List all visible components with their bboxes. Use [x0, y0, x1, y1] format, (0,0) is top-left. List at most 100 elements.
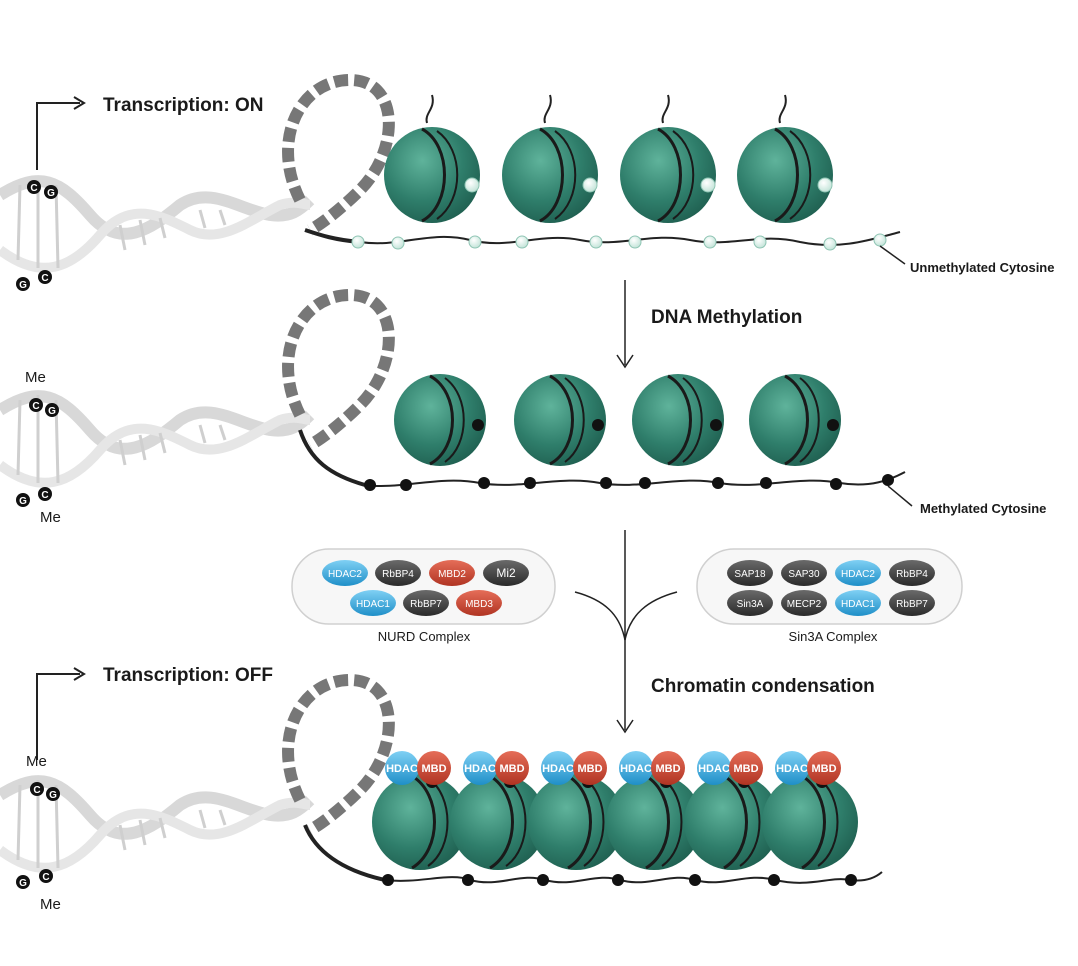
- mbd-label: MBD: [421, 763, 446, 775]
- mbd-label: MBD: [499, 763, 524, 775]
- nurd-complex: HDAC2 RbBP4 MBD2 Mi2 HDAC1 RbBP7 MBD3 NU…: [291, 548, 556, 644]
- hdac-protein: [697, 751, 731, 785]
- svg-text:RbBP7: RbBP7: [896, 599, 928, 610]
- protein-mecp2: [781, 590, 827, 616]
- nucleosome: [737, 94, 833, 223]
- nucleosome: [632, 374, 724, 466]
- svg-text:RbBP7: RbBP7: [410, 599, 442, 610]
- protein-hdac2: [322, 560, 368, 586]
- protein-hdac1: [835, 590, 881, 616]
- dna-base-labels: C G G C: [16, 180, 58, 291]
- mbd-protein: [495, 751, 529, 785]
- tss-arrowhead: [73, 667, 86, 681]
- nurd-complex-label: NURD Complex: [378, 629, 471, 644]
- linker-dna: [364, 471, 906, 488]
- methylated-cytosine-label: Methylated Cytosine: [920, 501, 1046, 516]
- sin3a-complex: SAP18 SAP30 HDAC2 RbBP4 Sin3A MECP2 HDAC…: [696, 548, 963, 644]
- svg-text:RbBP4: RbBP4: [896, 569, 928, 580]
- protein-mbd2: [429, 560, 475, 586]
- svg-text:C: C: [41, 490, 48, 501]
- svg-text:G: G: [19, 496, 27, 507]
- mbd-protein: [573, 751, 607, 785]
- methylated-pointer: [887, 485, 913, 507]
- nucleosome: [450, 774, 546, 870]
- svg-text:HDAC1: HDAC1: [841, 599, 875, 610]
- svg-text:C: C: [41, 273, 48, 284]
- nucleosome: [502, 94, 598, 223]
- svg-text:HDAC2: HDAC2: [841, 569, 875, 580]
- nucleosome-row-1: [384, 94, 833, 223]
- transcription-on-label: Transcription: ON: [103, 95, 263, 116]
- protein-mbd3: [456, 590, 502, 616]
- me-label-bottom: Me: [40, 509, 61, 526]
- unmethylated-cytosines: [351, 233, 887, 251]
- svg-text:G: G: [49, 790, 57, 801]
- protein-rbbp4: [375, 560, 421, 586]
- nucleosome: [749, 374, 841, 466]
- step-methylation: DNA Methylation: [616, 280, 802, 369]
- unmethylated-cytosine-label: Unmethylated Cytosine: [910, 260, 1054, 275]
- svg-text:RbBP4: RbBP4: [382, 569, 414, 580]
- mbd-protein: [729, 751, 763, 785]
- nucleosome: [684, 774, 780, 870]
- me-label-top: Me: [25, 369, 46, 386]
- nucleosome: [762, 774, 858, 870]
- protein-sap30: [781, 560, 827, 586]
- hdac-protein: [385, 751, 419, 785]
- hdac-label: HDAC: [386, 763, 418, 775]
- mbd-protein: [417, 751, 451, 785]
- mbd-protein: [807, 751, 841, 785]
- dna-helix: [0, 673, 395, 882]
- hdac-protein: [775, 751, 809, 785]
- hdac-label: HDAC: [620, 763, 652, 775]
- hdac-protein: [541, 751, 575, 785]
- methylated-cytosines: [382, 874, 857, 886]
- methylated-cytosines: [364, 474, 894, 491]
- nucleosome-row-2: [394, 374, 841, 466]
- dna-helix: [0, 73, 395, 273]
- unmethylated-pointer: [879, 245, 906, 265]
- dna-helix: [0, 288, 395, 488]
- svg-text:MECP2: MECP2: [787, 599, 822, 610]
- nucleosome: [394, 374, 486, 466]
- hdac-label: HDAC: [542, 763, 574, 775]
- tss-arrowhead: [73, 96, 86, 110]
- transcription-off-label: Transcription: OFF: [103, 665, 273, 686]
- protein-sap18: [727, 560, 773, 586]
- me-label-top: Me: [26, 753, 47, 770]
- hdac-label: HDAC: [464, 763, 496, 775]
- nucleosome: [620, 94, 716, 223]
- svg-text:SAP30: SAP30: [788, 569, 820, 580]
- protein-mi2: [483, 560, 529, 586]
- protein-hdac1: [350, 590, 396, 616]
- step-condensation: Chromatin condensation: [574, 530, 875, 734]
- nucleosome: [514, 374, 606, 466]
- dna-base-labels: C G G C: [16, 398, 59, 507]
- mbd-label: MBD: [811, 763, 836, 775]
- sin3a-complex-label: Sin3A Complex: [789, 629, 878, 644]
- mbd-label: MBD: [655, 763, 680, 775]
- svg-text:C: C: [30, 183, 37, 194]
- svg-text:G: G: [48, 406, 56, 417]
- mbd-label: MBD: [577, 763, 602, 775]
- protein-rbbp7: [403, 590, 449, 616]
- protein-sin3a: [727, 590, 773, 616]
- svg-text:Sin3A: Sin3A: [737, 599, 764, 610]
- dna-methylation-label: DNA Methylation: [651, 307, 802, 328]
- hdac-label: HDAC: [698, 763, 730, 775]
- me-label-bottom: Me: [40, 896, 61, 913]
- nucleosome: [384, 94, 480, 223]
- svg-text:G: G: [47, 188, 55, 199]
- hdac-protein: [463, 751, 497, 785]
- dna-base-labels: C G G C: [16, 782, 60, 889]
- svg-text:C: C: [33, 785, 40, 796]
- linker-dna: [384, 871, 883, 884]
- svg-text:HDAC2: HDAC2: [328, 569, 362, 580]
